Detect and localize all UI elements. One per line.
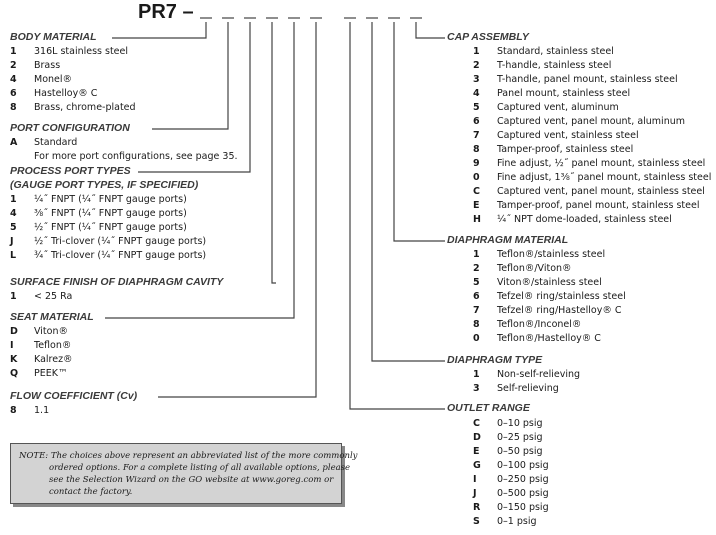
note-line: contact the factory. xyxy=(49,487,133,497)
note-line: NOTE: The choices above represent an abb… xyxy=(19,451,358,461)
note-line: ordered options. For a complete listing … xyxy=(49,463,351,473)
outlet-range-title: OUTLET RANGE xyxy=(447,402,532,414)
note-line: see the Selection Wizard on the GO websi… xyxy=(49,475,334,485)
body-material-title: BODY MATERIAL xyxy=(10,31,99,43)
port-configuration-title: PORT CONFIGURATION xyxy=(10,122,132,134)
model-prefix: PR7 – xyxy=(138,1,194,23)
seat-material-title: SEAT MATERIAL xyxy=(10,311,96,323)
port-configuration-note: For more port configurations, see page 3… xyxy=(34,151,238,162)
cap-assembly-title: CAP ASSEMBLY xyxy=(447,31,531,43)
process-port-types-subtitle: (GAUGE PORT TYPES, IF SPECIFIED) xyxy=(10,179,201,191)
process-port-types-title: PROCESS PORT TYPES xyxy=(10,165,133,177)
diaphragm-material-title: DIAPHRAGM MATERIAL xyxy=(447,234,571,246)
note-box: NOTE: The choices above represent an abb… xyxy=(10,443,358,504)
flow-coefficient-title: FLOW COEFFICIENT (Cv) xyxy=(10,390,140,402)
diaphragm-type-title: DIAPHRAGM TYPE xyxy=(447,354,545,366)
surface-finish-title: SURFACE FINISH OF DIAPHRAGM CAVITY xyxy=(10,276,226,288)
surface-finish-option: 1< 25 Ra xyxy=(10,291,73,302)
